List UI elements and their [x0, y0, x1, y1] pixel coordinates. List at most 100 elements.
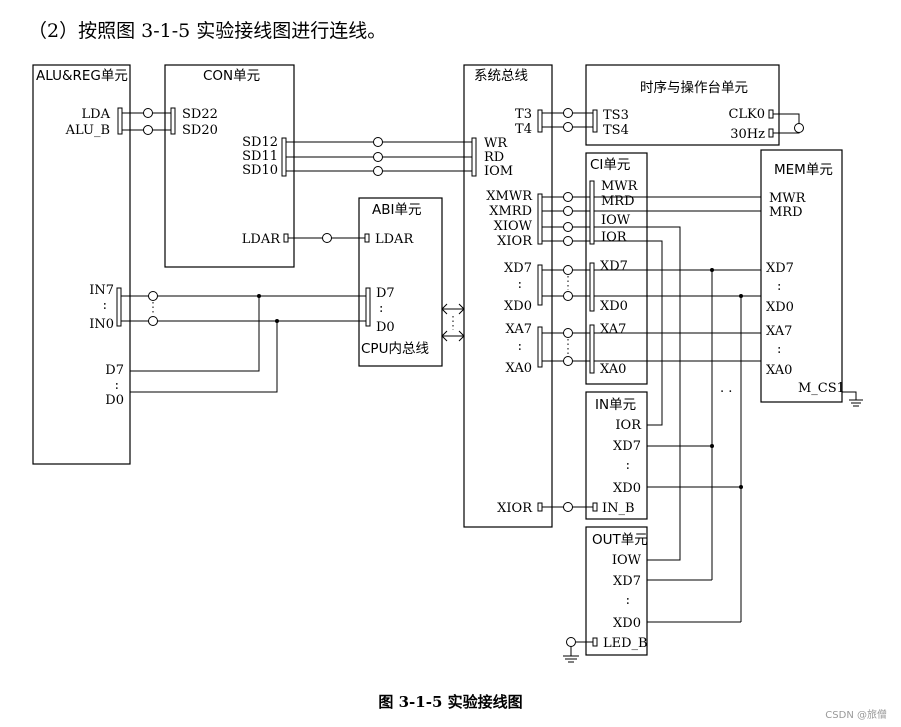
node-in-xd7: [710, 444, 714, 448]
ci-xd7-label: XD7: [600, 259, 628, 274]
jumper-xmrd: [563, 206, 573, 216]
abi-d0-label: D0: [376, 320, 395, 335]
mem-ground-icon: [842, 391, 863, 407]
alu-in0-label: IN0: [89, 317, 114, 332]
jumper-wr: [373, 137, 383, 147]
con-sd10-label: SD10: [242, 163, 278, 178]
timing-console-unit: 时序与操作台单元 TS3 TS4 CLK0 30Hz: [585, 64, 780, 146]
bus-rd-label: RD: [484, 150, 504, 165]
abi-d-ellipsis: :: [379, 301, 383, 316]
bus-xd7-label: XD7: [504, 261, 532, 276]
mem-xa0-label: XA0: [766, 363, 792, 378]
jumper-in0: [148, 316, 158, 326]
alu-reg-unit: ALU&REG单元 LDA ALU_B IN7 : IN0 D7 : D0: [32, 64, 131, 465]
watermark: CSDN @旅僧: [825, 710, 887, 721]
ci-mrd-label: MRD: [601, 194, 635, 209]
bus-xior2-pin: [537, 502, 543, 512]
bus-wr-pin-header: [471, 137, 477, 177]
ci-xa-pin-header: [589, 324, 595, 374]
ci-xd-pin-header: [589, 262, 595, 312]
mem-xd0-label: XD0: [766, 300, 794, 315]
out-xd7-label: XD7: [613, 574, 641, 589]
trunk-ellipsis: . .: [720, 381, 732, 396]
con-sd1-pin-header: [281, 137, 287, 177]
jumper-xd0: [563, 291, 573, 301]
mem-xd-ellipsis: :: [777, 279, 781, 294]
timing-ts-pin-header: [592, 109, 598, 133]
abi-unit-title: ABI单元: [372, 202, 421, 218]
mem-xa-ellipsis: :: [777, 342, 781, 357]
wire-alu-d0: [130, 321, 278, 393]
jumper-ldar: [322, 233, 332, 243]
in-unit-title: IN单元: [595, 397, 636, 413]
con-unit-box: [164, 64, 295, 268]
in-inb-pin: [592, 502, 598, 512]
jumper-xd7: [563, 265, 573, 275]
alu-in-pin-header: [116, 287, 122, 327]
led-ground-icon: [563, 646, 579, 663]
con-sd11-label: SD11: [242, 149, 278, 164]
jumper-clk0-30hz: [794, 123, 804, 133]
bus-xior-label: XIOR: [497, 234, 533, 249]
alu-d-ellipsis: :: [115, 378, 119, 393]
bus-xd0-label: XD0: [504, 299, 532, 314]
con-sd12-label: SD12: [242, 135, 278, 150]
abi-unit: ABI单元 LDAR D7 : D0 CPU内总线: [358, 197, 443, 367]
system-bus-unit: 系统总线 T3 T4 WR RD IOM XMWR XMRD XIOW XIOR…: [463, 64, 553, 528]
abi-d7-label: D7: [376, 286, 395, 301]
abi-ldar-pin: [364, 233, 370, 243]
con-unit: CON单元 SD22 SD20 SD12 SD11 SD10 LDAR: [164, 64, 295, 268]
con-ldar-pin: [283, 233, 289, 243]
mem-unit-box: [760, 149, 843, 403]
mem-mwr-label: MWR: [769, 191, 807, 206]
con-sd20-label: SD20: [182, 123, 218, 138]
jumper-t4: [563, 122, 573, 132]
jumper-lda: [143, 108, 153, 118]
in-xd7-label: XD7: [613, 439, 641, 454]
abi-unit-box: [358, 197, 443, 367]
con-ldar-label: LDAR: [242, 232, 281, 247]
con-sd22-label: SD22: [182, 107, 218, 122]
bus-xa-pin-header: [537, 326, 543, 368]
mem-mrd-label: MRD: [769, 205, 803, 220]
con-unit-title: CON单元: [203, 68, 260, 84]
bus-wr-label: WR: [484, 136, 508, 151]
bus-xmwr-label: XMWR: [486, 189, 533, 204]
system-bus-title: 系统总线: [474, 68, 528, 84]
timing-clk0-label: CLK0: [728, 107, 765, 122]
wire-alu-d7: [130, 296, 260, 372]
jumper-xior-inb: [563, 502, 573, 512]
timing-30hz-pin: [768, 128, 774, 138]
out-xd-ellipsis: :: [626, 593, 630, 608]
alu-in7-label: IN7: [89, 283, 114, 298]
timing-ts4-label: TS4: [603, 123, 629, 138]
jumper-rd: [373, 152, 383, 162]
instruction-heading: （2）按照图 3-1-5 实验接线图进行连线。: [28, 20, 387, 42]
wire-30hz: [773, 132, 800, 134]
bus-ctrl-pin-header: [537, 193, 543, 245]
jumper-t3: [563, 108, 573, 118]
bus-xd-pin-header: [537, 264, 543, 306]
ci-iow-label: IOW: [601, 213, 631, 228]
bus-xior2-label: XIOR: [497, 501, 533, 516]
alu-alu-b-label: ALU_B: [65, 123, 110, 138]
bus-t4-label: T4: [515, 122, 532, 137]
ci-ior-label: IOR: [601, 230, 628, 245]
timing-clk0-pin: [768, 109, 774, 119]
mem-unit-title: MEM单元: [774, 162, 833, 178]
alu-reg-unit-title: ALU&REG单元: [36, 68, 128, 84]
con-sd2-pin-header: [170, 107, 176, 135]
bus-xa7-label: XA7: [506, 322, 532, 337]
jumper-xa7: [563, 328, 573, 338]
jumper-in7: [148, 291, 158, 301]
figure-caption: 图 3-1-5 实验接线图: [378, 693, 523, 711]
mem-mcs1-label: M_CS1: [798, 381, 845, 396]
out-unit-box: [585, 526, 648, 656]
timing-ts3-label: TS3: [603, 108, 629, 123]
bus-xiow-label: XIOW: [494, 219, 533, 234]
ci-xd0-label: XD0: [600, 299, 628, 314]
ci-unit-box: [585, 152, 648, 385]
node-in-xd0: [739, 485, 743, 489]
